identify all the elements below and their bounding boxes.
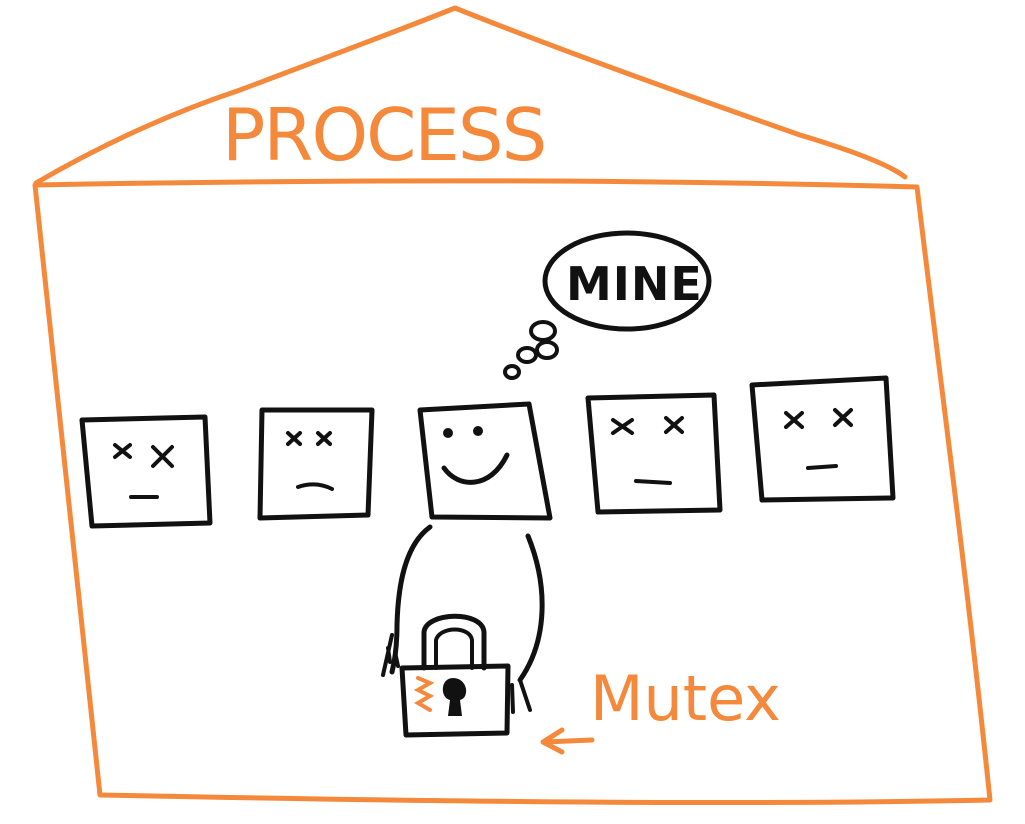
process-roof bbox=[33, 5, 908, 186]
thread-3-smile bbox=[441, 452, 510, 485]
thread-4-mouth bbox=[634, 479, 672, 485]
lock-spring bbox=[413, 676, 435, 712]
thread-3-eye-left bbox=[443, 428, 453, 438]
thread-5-mouth bbox=[806, 464, 838, 470]
thread-3 bbox=[381, 401, 553, 714]
thread-2-eyes bbox=[286, 431, 332, 446]
thread-1-head bbox=[79, 414, 213, 529]
thread-3-hand-left bbox=[381, 633, 400, 677]
mutex-lock-icon bbox=[399, 613, 511, 738]
thread-2 bbox=[257, 407, 375, 521]
mutex-label: Mutex bbox=[590, 662, 781, 735]
thread-1 bbox=[79, 414, 213, 529]
thread-5-head bbox=[749, 375, 896, 503]
thread-4-head bbox=[585, 392, 723, 515]
process-title: PROCESS bbox=[222, 93, 545, 177]
thread-3-eye-right bbox=[473, 426, 483, 436]
thread-2-head bbox=[257, 407, 375, 521]
thread-2-mouth bbox=[296, 482, 334, 491]
thread-4-eyes bbox=[611, 416, 684, 435]
thought-bubble: MINE bbox=[503, 230, 712, 380]
lock-keyhole bbox=[442, 678, 467, 716]
thought-dot-2 bbox=[535, 340, 559, 360]
mutex-arrow bbox=[540, 727, 595, 755]
lock-body bbox=[399, 663, 511, 738]
thread-3-head bbox=[417, 401, 553, 521]
thread-1-eyes bbox=[113, 443, 174, 468]
thought-dot-3 bbox=[516, 346, 538, 364]
thread-4 bbox=[585, 392, 723, 515]
process-box bbox=[32, 178, 993, 806]
thread-3-hand-right bbox=[510, 678, 532, 714]
thought-dot-1 bbox=[529, 320, 557, 342]
lock-shackle-inner bbox=[434, 627, 474, 670]
thread-5-eyes bbox=[784, 408, 853, 429]
thought-text: MINE bbox=[566, 257, 703, 311]
thought-dot-4 bbox=[503, 364, 521, 380]
thought-cloud bbox=[542, 230, 712, 332]
process-house bbox=[32, 5, 993, 806]
thread-3-body-right bbox=[517, 533, 545, 683]
mutex-callout: Mutex bbox=[540, 662, 781, 755]
lock-shackle bbox=[421, 613, 487, 671]
thread-5 bbox=[749, 375, 896, 503]
